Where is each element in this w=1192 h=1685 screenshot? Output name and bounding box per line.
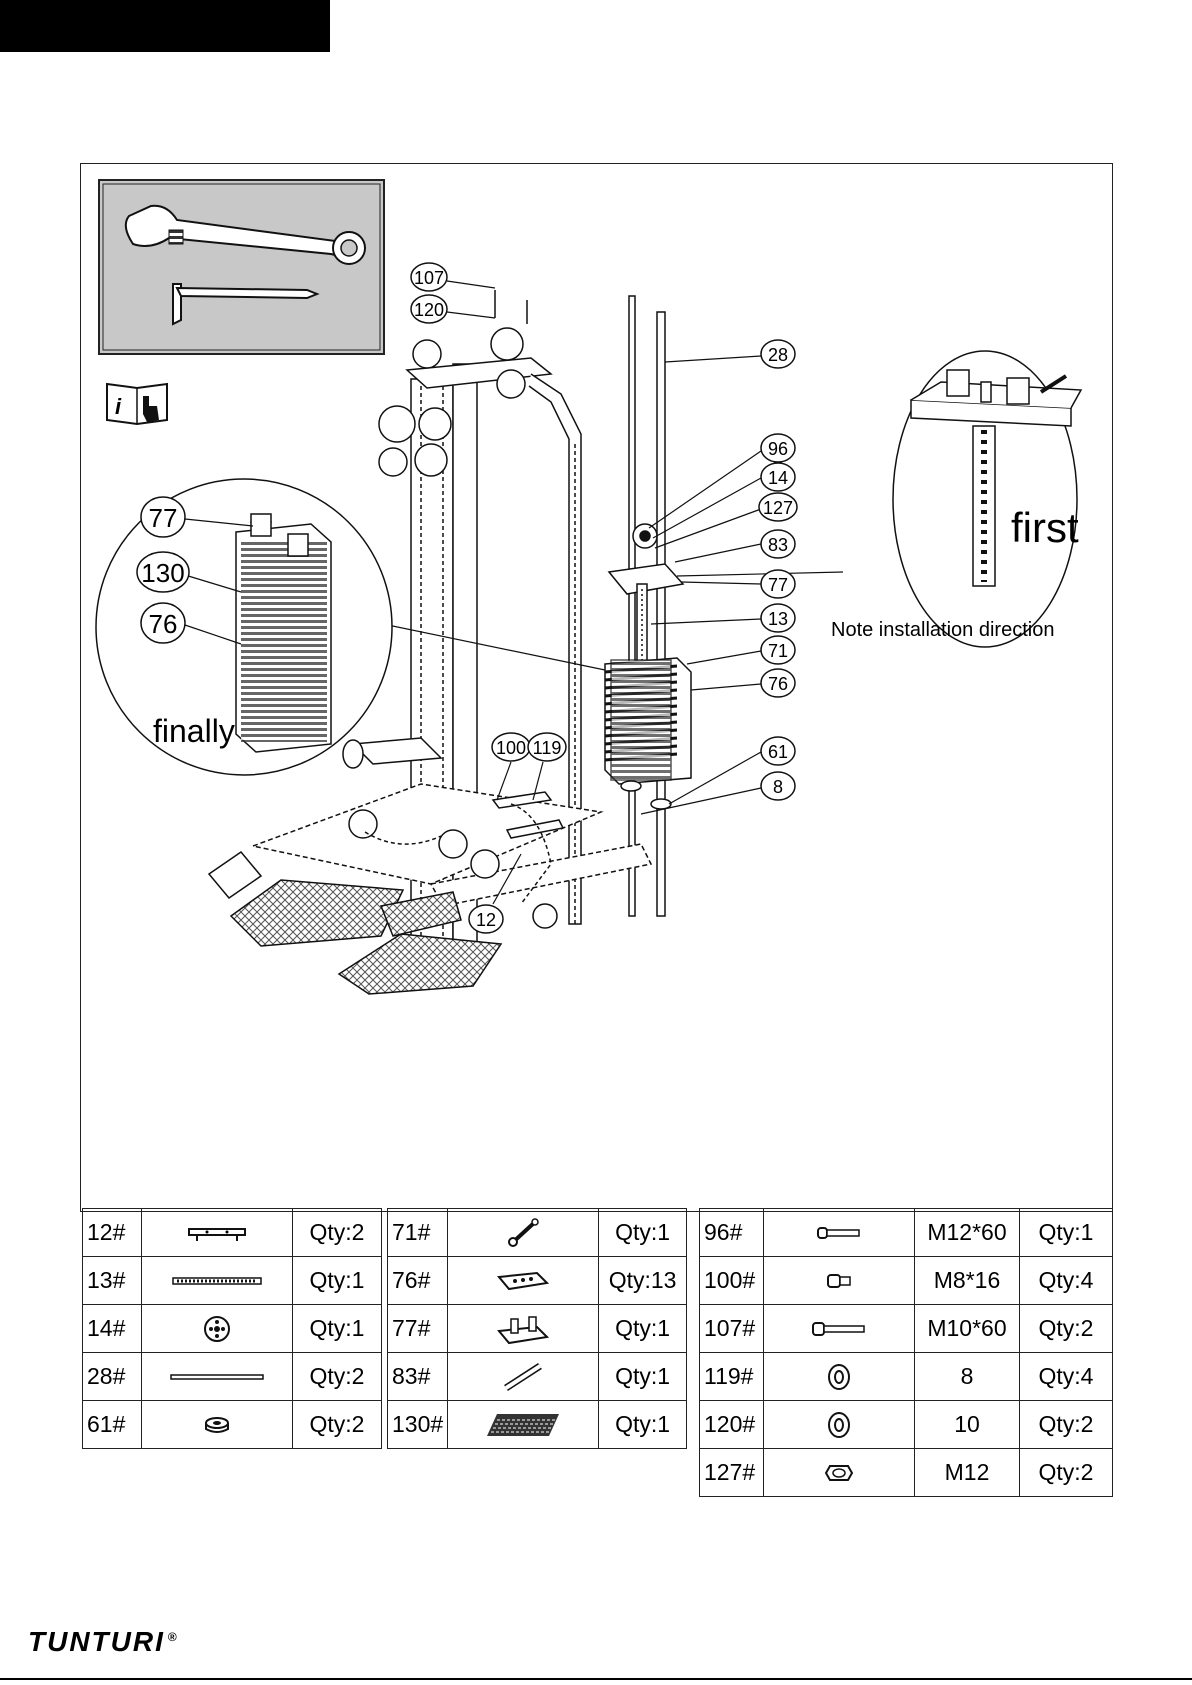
svg-text:14: 14 [768,468,788,488]
table-row: 107# M10*60 Qty:2 [699,1304,1113,1353]
callout-100: 100 [491,732,531,762]
table-row: 120# 10 Qty:2 [699,1400,1113,1449]
callout-61: 61 [760,736,796,766]
callout-28: 28 [760,339,796,369]
table-row: 76# Qty:13 [386,1256,687,1305]
svg-text:28: 28 [768,345,788,365]
callout-71: 71 [760,635,796,665]
table-row: 61# Qty:2 [82,1400,382,1449]
bracket-icon [188,1227,246,1241]
header-black-tab [0,0,330,52]
parts-table-middle: 71# Qty:1 76# Qty:13 77# Qty:1 83# Qty:1… [386,1208,687,1449]
bolt-icon [812,1321,865,1336]
tunturi-logo: TUNTURI® [28,1626,177,1657]
rubber-bumper-icon [205,1416,229,1433]
svg-text:61: 61 [768,742,788,762]
allen-key-icon [172,283,320,326]
selector-rod-icon [172,1276,262,1285]
svg-text:107: 107 [414,268,444,288]
tools-inset [98,179,385,355]
table-row: 119# 8 Qty:4 [699,1352,1113,1401]
pulley-icon [204,1315,230,1342]
svg-text:96: 96 [768,439,788,459]
svg-text:120: 120 [414,300,444,320]
table-row: 83# Qty:1 [386,1352,687,1401]
table-row: 13# Qty:1 [82,1256,382,1305]
callout-13: 13 [760,603,796,633]
callout-127: 127 [758,492,798,522]
inset-callout-77: 77 [140,496,186,538]
svg-text:76: 76 [149,609,178,639]
footer-rule [0,1678,1192,1680]
leader-lines [382,280,844,905]
weight-stack-icon [487,1413,560,1436]
svg-text:127: 127 [763,498,793,518]
short-bolt-icon [827,1273,851,1288]
parts-table-right: 96# M12*60 Qty:1 100# M8*16 Qty:4 107# M… [699,1208,1113,1497]
washer-icon [828,1411,850,1438]
svg-text:119: 119 [533,738,562,758]
svg-text:12: 12 [476,910,496,930]
callout-12: 12 [468,904,504,934]
table-row: 77# Qty:1 [386,1304,687,1353]
callout-119: 119 [527,732,567,762]
top-plate-icon [497,1315,550,1344]
inset-callout-130: 130 [136,551,190,593]
guide-rod-icon [170,1373,264,1380]
svg-text:83: 83 [768,535,788,555]
table-row: 127# M12 Qty:2 [699,1448,1113,1497]
weight-stack [604,657,692,785]
assembly-diagram: i [95,179,1083,995]
callout-8: 8 [760,771,796,801]
table-row: 28# Qty:2 [82,1352,382,1401]
inset-caption-finally: finally [153,713,235,749]
pin-icon [504,1362,543,1391]
assembly-diagram-frame: i [80,163,1113,1212]
callout-120: 120 [410,294,448,324]
svg-text:8: 8 [773,777,783,797]
washer-icon [828,1363,850,1390]
svg-text:76: 76 [768,674,788,694]
nut-icon [824,1464,854,1481]
callout-96: 96 [760,433,796,463]
table-row: 130# Qty:1 [386,1400,687,1449]
svg-text:100: 100 [496,738,526,758]
table-row: 100# M8*16 Qty:4 [699,1256,1113,1305]
svg-text:77: 77 [768,575,788,595]
svg-text:13: 13 [768,609,788,629]
callout-14: 14 [760,462,796,492]
table-row: 71# Qty:1 [386,1208,687,1257]
wrench-icon [124,204,366,265]
table-row: 12# Qty:2 [82,1208,382,1257]
callout-77: 77 [760,569,796,599]
table-row: 96# M12*60 Qty:1 [699,1208,1113,1257]
callout-107: 107 [410,262,448,292]
weight-plate-icon [497,1271,550,1290]
svg-text:77: 77 [149,503,178,533]
parts-table-left: 12# Qty:2 13# Qty:1 14# Qty:1 28# Qty:2 … [82,1208,382,1449]
svg-text:130: 130 [141,558,184,588]
machine-drawing [207,290,692,995]
table-row: 14# Qty:1 [82,1304,382,1353]
note-installation-direction: Note installation direction [831,619,1054,641]
callout-76: 76 [760,668,796,698]
svg-text:71: 71 [768,641,788,661]
weight-pin-icon [508,1217,539,1247]
inset-weight-stack: 77 130 76 finally [95,478,393,776]
inset-top-plate: first [892,350,1083,648]
callout-83: 83 [760,529,796,559]
bolt-icon [817,1226,860,1239]
svg-text:i: i [115,394,122,419]
read-manual-icon: i [106,382,168,426]
inset-callout-76: 76 [140,602,186,644]
inset-caption-first: first [1011,504,1079,551]
